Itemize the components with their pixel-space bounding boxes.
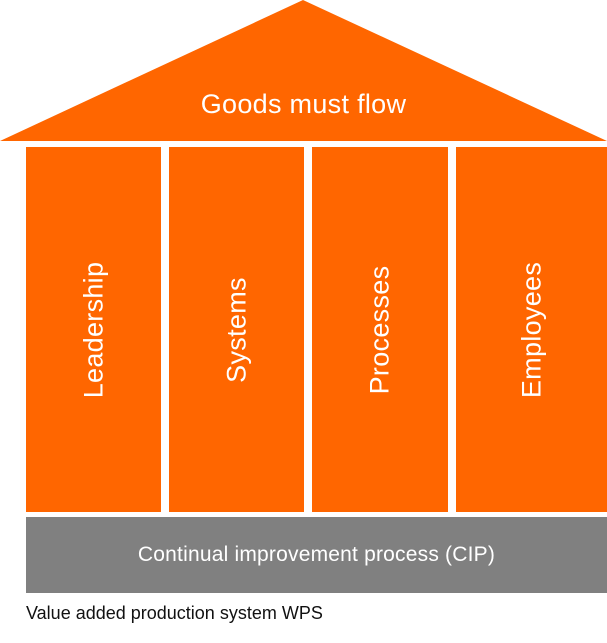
diagram-caption: Value added production system WPS bbox=[26, 603, 323, 623]
pillar-employees: Employees bbox=[456, 147, 607, 512]
pillar-label: Processes bbox=[364, 265, 395, 394]
roof-shape bbox=[0, 0, 607, 141]
pillar-label: Systems bbox=[221, 276, 251, 383]
foundation-label: Continual improvement process (CIP) bbox=[137, 543, 496, 566]
roof-triangle bbox=[0, 0, 607, 141]
pillar-systems: Systems bbox=[169, 147, 304, 512]
roof-label: Goods must flow bbox=[200, 89, 407, 119]
foundation: Continual improvement process (CIP) bbox=[26, 517, 607, 593]
pillar-processes: Processes bbox=[312, 147, 448, 512]
pillar-leadership: Leadership bbox=[26, 147, 161, 512]
pillar-label: Employees bbox=[516, 261, 546, 398]
pillar-label: Leadership bbox=[78, 261, 108, 398]
